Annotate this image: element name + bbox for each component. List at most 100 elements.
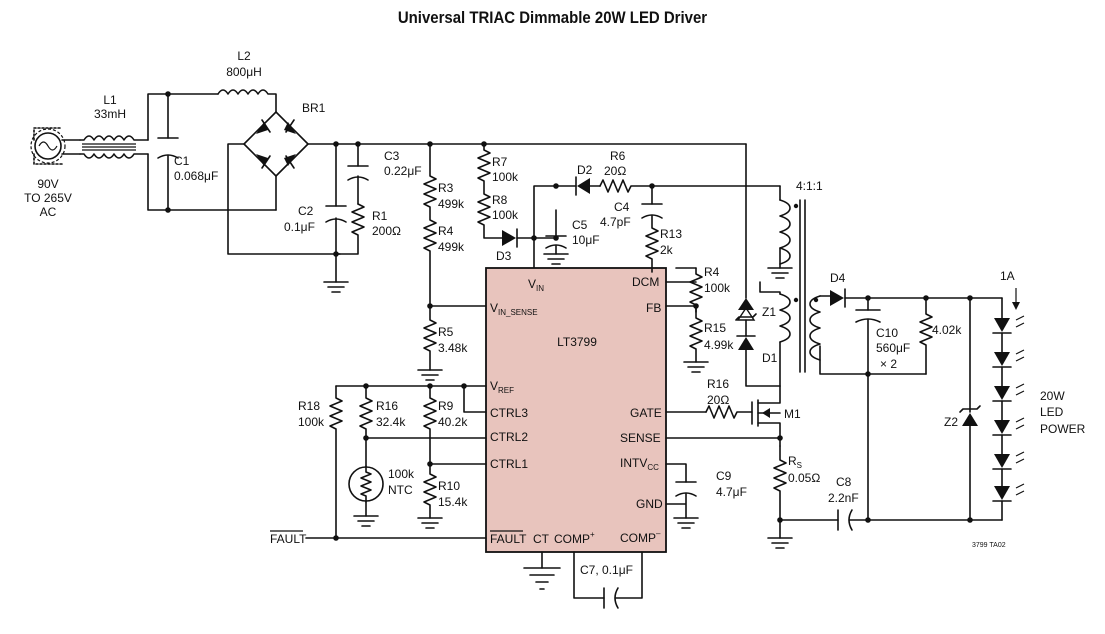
R16a-ref: R16 — [707, 377, 729, 391]
ground-symbol — [767, 267, 793, 279]
ground-symbol — [767, 537, 793, 549]
ground-symbol — [417, 369, 443, 381]
R3-ref: R3 — [438, 181, 454, 195]
R4a-value: 499k — [438, 240, 465, 254]
mosfet-M1 — [751, 385, 781, 447]
pin-dcm: DCM — [632, 275, 659, 289]
pin-fb: FB — [646, 301, 661, 315]
ntc-value: 100k — [388, 467, 415, 481]
pin-sense: SENSE — [620, 431, 661, 445]
R8-value: 100k — [492, 208, 519, 222]
output-label-2: LED — [1040, 405, 1064, 419]
ic-name: LT3799 — [557, 335, 597, 349]
ground-symbol — [417, 517, 443, 529]
diode-D2 — [575, 176, 590, 196]
C5-ref: C5 — [572, 218, 588, 232]
R7-ref: R7 — [492, 155, 508, 169]
output-label-1: 20W — [1040, 389, 1065, 403]
C10-mult: × 2 — [880, 357, 897, 371]
C9-ref: C9 — [716, 469, 732, 483]
R5-value: 3.48k — [438, 341, 468, 355]
R10-value: 15.4k — [438, 495, 468, 509]
D4-ref: D4 — [830, 271, 846, 285]
inductor-L2 — [217, 89, 277, 113]
R5-ref: R5 — [438, 325, 454, 339]
R6-ref: R6 — [610, 149, 626, 163]
C1-ref: C1 — [174, 154, 190, 168]
C3-ref: C3 — [384, 149, 400, 163]
pin-gate: GATE — [630, 406, 662, 420]
source-line1: 90V — [37, 177, 58, 191]
ac-source — [30, 128, 66, 164]
R16b-value: 32.4k — [376, 415, 406, 429]
R8-ref: R8 — [492, 193, 508, 207]
ground-symbol — [543, 253, 569, 265]
pin-ctrl3: CTRL3 — [490, 406, 528, 420]
pin-comp-minus: COMP– — [620, 529, 661, 545]
R13-ref: R13 — [660, 227, 682, 241]
R18-ref: R18 — [298, 399, 320, 413]
C10-ref: C10 — [876, 326, 898, 340]
fault-net-label: FAULT — [270, 532, 307, 546]
R4a-ref: R4 — [438, 224, 454, 238]
inductor-L1 — [79, 135, 149, 159]
pin-gnd: GND — [636, 497, 663, 511]
ntc-type: NTC — [388, 483, 413, 497]
BR1-ref: BR1 — [302, 101, 326, 115]
ground-symbol — [353, 515, 379, 527]
C3-value: 0.22μF — [384, 164, 422, 178]
pin-ct: CT — [533, 532, 550, 546]
L1-value: 33mH — [94, 107, 126, 121]
C8-ref: C8 — [836, 475, 852, 489]
R9-value: 40.2k — [438, 415, 468, 429]
pin-comp-plus: COMP+ — [554, 530, 595, 546]
R15-ref: R15 — [704, 321, 726, 335]
source-line3: AC — [40, 205, 57, 219]
zener-Z2 — [959, 405, 981, 426]
R13-value: 2k — [660, 243, 674, 257]
C1-value: 0.068μF — [174, 169, 218, 183]
diagram-title: Universal TRIAC Dimmable 20W LED Driver — [397, 8, 708, 27]
M1-ref: M1 — [784, 407, 801, 421]
R4b-value: 100k — [704, 281, 731, 295]
RS-ref: RS — [788, 454, 802, 470]
bridge-rectifier-BR1 — [243, 111, 309, 177]
ground-symbol — [683, 361, 709, 373]
C10-value: 560μF — [876, 341, 910, 355]
ic-lt3799-body — [485, 267, 667, 553]
RS-value: 0.05Ω — [788, 471, 820, 485]
C8-value: 2.2nF — [828, 491, 859, 505]
R3-value: 499k — [438, 197, 465, 211]
zener-Z1 — [735, 298, 757, 321]
ntc-thermistor — [348, 465, 384, 503]
ground-symbol — [323, 281, 349, 293]
R18-value: 100k — [298, 415, 325, 429]
Z1-ref: Z1 — [762, 305, 776, 319]
pin-vin-sense: VIN_SENSE — [490, 301, 538, 317]
R9-ref: R9 — [438, 399, 454, 413]
R6-value: 20Ω — [604, 164, 626, 178]
diode-D1 — [736, 335, 756, 350]
output-label-3: POWER — [1040, 422, 1086, 436]
transformer-ratio: 4:1:1 — [796, 179, 823, 193]
L1-ref: L1 — [103, 93, 117, 107]
R7-value: 100k — [492, 170, 519, 184]
R4b-ref: R4 — [704, 265, 720, 279]
pin-ctrl1: CTRL1 — [490, 457, 528, 471]
R16a-value: 20Ω — [707, 393, 729, 407]
C4-value: 4.7pF — [600, 215, 631, 229]
C2-value: 0.1μF — [284, 220, 315, 234]
diode-D4 — [830, 288, 846, 308]
C4-ref: C4 — [614, 200, 630, 214]
source-line2: TO 265V — [24, 191, 72, 205]
ground-symbol — [673, 517, 699, 529]
R10-ref: R10 — [438, 479, 460, 493]
drawing-id: 3799 TA02 — [972, 542, 1006, 549]
R1-value: 200Ω — [372, 224, 401, 238]
R15-value: 4.99k — [704, 338, 734, 352]
L2-ref: L2 — [237, 49, 251, 63]
pin-intvcc: INTVCC — [620, 456, 659, 472]
diode-D3 — [502, 228, 518, 248]
transformer-T1 — [779, 199, 821, 373]
